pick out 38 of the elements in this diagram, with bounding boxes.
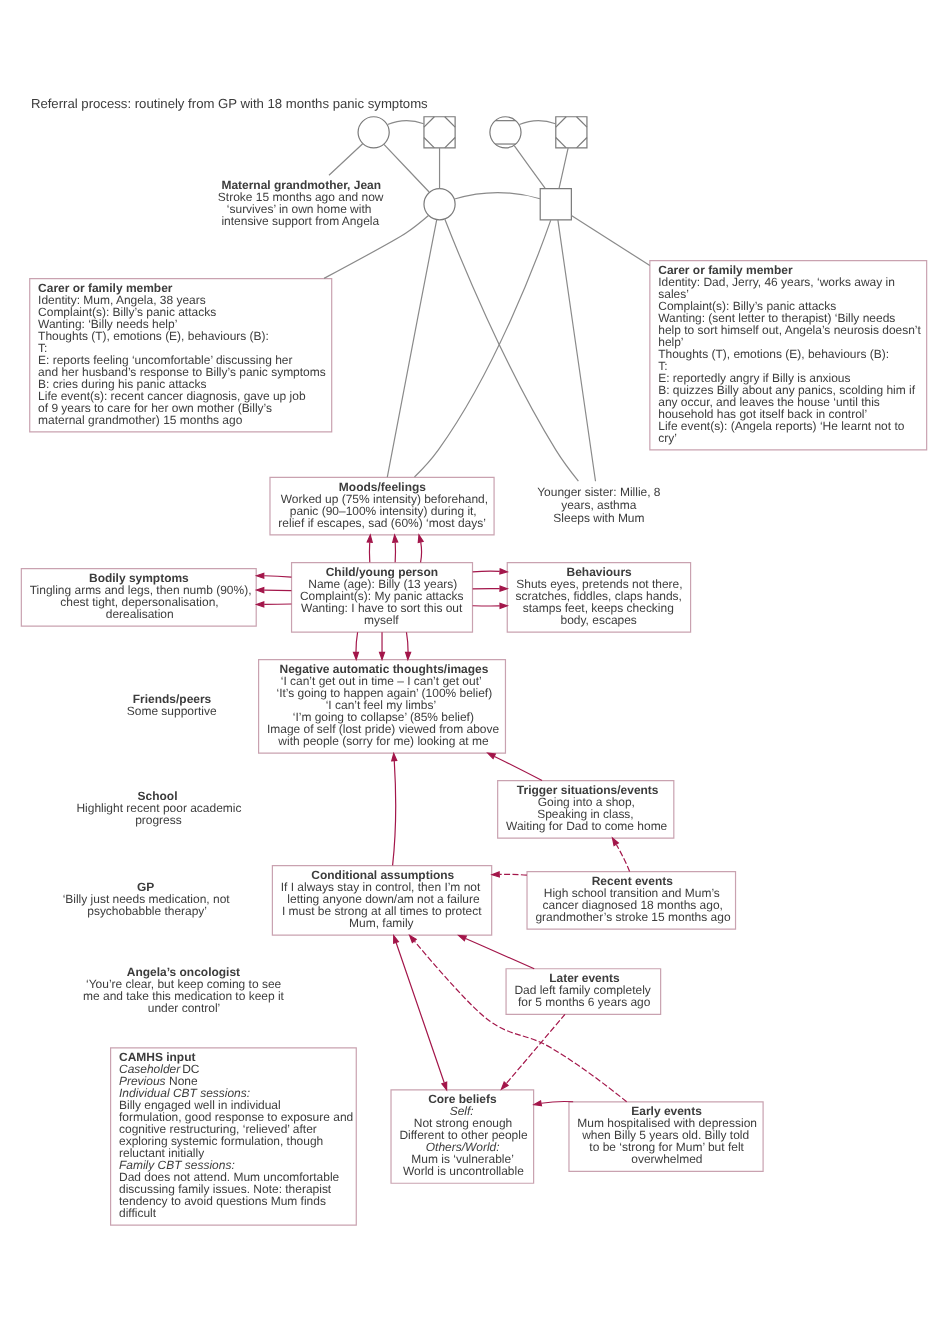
- arrow: [408, 934, 628, 1103]
- node-circle: [423, 188, 456, 221]
- arrow: [472, 585, 510, 593]
- connector: [513, 145, 546, 189]
- arrow: [366, 533, 374, 563]
- arrow: [254, 586, 292, 594]
- connector: [383, 143, 430, 193]
- arrow: [404, 631, 412, 662]
- arrow: [486, 752, 543, 782]
- connector: [453, 191, 541, 200]
- arrow: [254, 572, 292, 580]
- connector: [386, 219, 438, 478]
- arrow: [254, 601, 292, 608]
- node-box: [539, 188, 572, 221]
- arrow: [490, 871, 528, 878]
- connector: [413, 219, 552, 478]
- arrow: [378, 631, 386, 662]
- arrow: [472, 568, 510, 575]
- node-circle: [357, 116, 390, 149]
- connector: [558, 147, 569, 190]
- arrow: [532, 1099, 574, 1107]
- arrow: [417, 533, 425, 563]
- arrow: [500, 1013, 566, 1091]
- arrow: [457, 934, 535, 970]
- arrow: [611, 836, 631, 872]
- connector: [518, 120, 557, 126]
- connector: [328, 143, 364, 176]
- arrow: [352, 631, 360, 662]
- arrow: [472, 602, 510, 610]
- connector: [323, 214, 430, 279]
- arrow: [391, 533, 399, 563]
- connector: [386, 120, 425, 126]
- connector: [570, 214, 651, 267]
- connector: [557, 219, 597, 482]
- arrow: [390, 751, 398, 866]
- connector: [438, 147, 441, 190]
- arrow: [393, 933, 448, 1092]
- connector: [444, 218, 579, 482]
